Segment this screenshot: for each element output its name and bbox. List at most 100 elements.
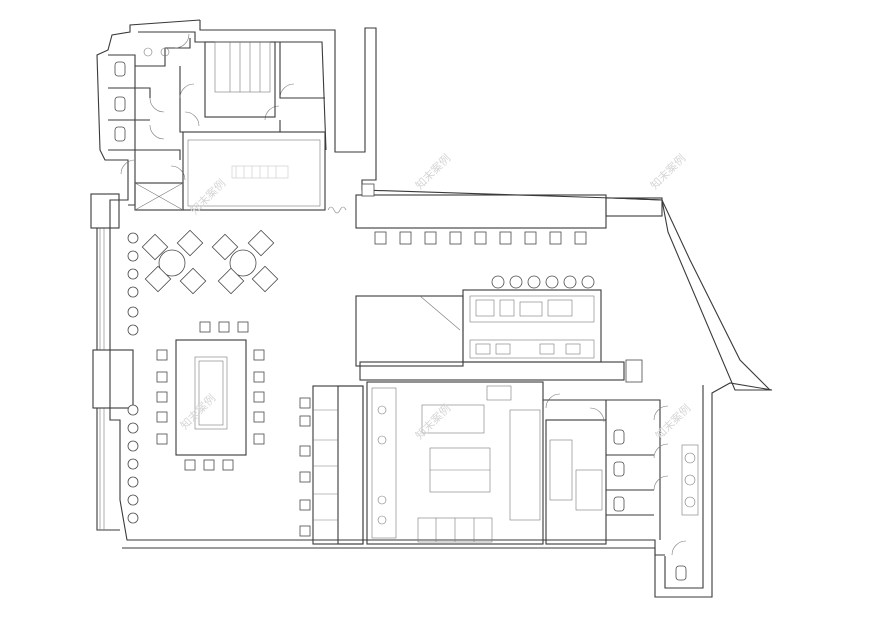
wall [108, 149, 181, 160]
booth-stool [299, 525, 311, 537]
stool [127, 286, 139, 298]
west-window-wall-2 [96, 408, 120, 531]
watermark: 知末案例 [652, 401, 693, 442]
kitchen [366, 381, 544, 545]
booth-bench [337, 385, 364, 545]
door-swing [149, 124, 165, 140]
west-column [90, 193, 120, 229]
dining-chair [156, 371, 168, 383]
dining-chairs [156, 321, 265, 471]
bar [355, 194, 607, 229]
dining-chair [253, 349, 265, 361]
stool [127, 440, 139, 452]
stool [127, 324, 139, 336]
dining-table-group [175, 339, 247, 456]
door-swing [149, 97, 165, 113]
watermark: 知末案例 [177, 391, 218, 432]
staff-room [543, 393, 607, 545]
door-swing [170, 165, 186, 181]
dining-chair [253, 391, 265, 403]
kitchen-wall [366, 381, 544, 545]
table-inset [194, 356, 228, 430]
door-swing [184, 111, 200, 127]
counter [187, 139, 321, 207]
outer-wall-inner-line [138, 31, 327, 151]
door-swing [279, 83, 295, 99]
toilet [675, 565, 687, 581]
toilet [114, 96, 126, 112]
lounge [141, 229, 279, 295]
wall [108, 87, 151, 98]
bar-stool [549, 231, 562, 245]
bar-stools [374, 231, 587, 245]
staff-room-wall [545, 419, 607, 545]
armchair [176, 229, 204, 257]
dining-chair [203, 459, 215, 471]
dining-chair [237, 321, 249, 333]
sink [143, 47, 153, 57]
bar-stool [474, 231, 487, 245]
door-swing [179, 83, 195, 99]
booth-stool [299, 499, 311, 511]
armchair [141, 233, 169, 261]
prep-room-wall [182, 131, 326, 211]
bar-stool [399, 231, 412, 245]
west-windows [90, 193, 134, 530]
dining-chair [156, 391, 168, 403]
bar-stool [509, 275, 523, 289]
bar-front-stools [491, 275, 595, 289]
door-swing [589, 407, 605, 423]
cook-line [371, 387, 397, 539]
round-table [229, 249, 257, 277]
bar-stool [449, 231, 462, 245]
toilet [114, 126, 126, 142]
bar-stool [424, 231, 437, 245]
dining-chair [218, 321, 230, 333]
west-column [92, 349, 134, 409]
stool [127, 404, 139, 416]
bar-stool [524, 231, 537, 245]
dining-chair [253, 411, 265, 423]
round-table [158, 249, 186, 277]
sink [684, 452, 696, 464]
back-bar [462, 289, 602, 363]
table-inset-inner [198, 360, 224, 426]
bar-stool [374, 231, 387, 245]
armchair [211, 233, 239, 261]
back-counter [469, 295, 595, 323]
sink [684, 474, 696, 486]
sink [684, 496, 696, 508]
right-washrooms [606, 399, 699, 581]
dining-chair [156, 433, 168, 445]
outer-wall [96, 19, 773, 598]
dining-chair [156, 349, 168, 361]
door-swing [653, 443, 669, 459]
stool [127, 458, 139, 470]
wall [135, 38, 191, 67]
armchair [247, 229, 275, 257]
service-area [355, 295, 464, 367]
stool [127, 306, 139, 318]
door-swing [545, 393, 561, 409]
bar-stool [527, 275, 541, 289]
armchair [217, 267, 245, 295]
watermark: 知末案例 [187, 176, 228, 217]
stool [127, 422, 139, 434]
stair-block [204, 41, 325, 132]
front-counter [469, 339, 595, 359]
vanity [681, 444, 699, 516]
dining-chair [222, 459, 234, 471]
bottom-wall-right [664, 385, 704, 589]
door-swing [653, 475, 669, 491]
bar-stool [499, 231, 512, 245]
wall [179, 66, 200, 133]
wall [108, 54, 136, 206]
door-swing [174, 33, 190, 49]
booths [312, 385, 364, 545]
stool [127, 476, 139, 488]
booth-stools [299, 397, 311, 537]
upper-left-service [108, 33, 295, 206]
stool [127, 250, 139, 262]
bar-stool [491, 275, 505, 289]
